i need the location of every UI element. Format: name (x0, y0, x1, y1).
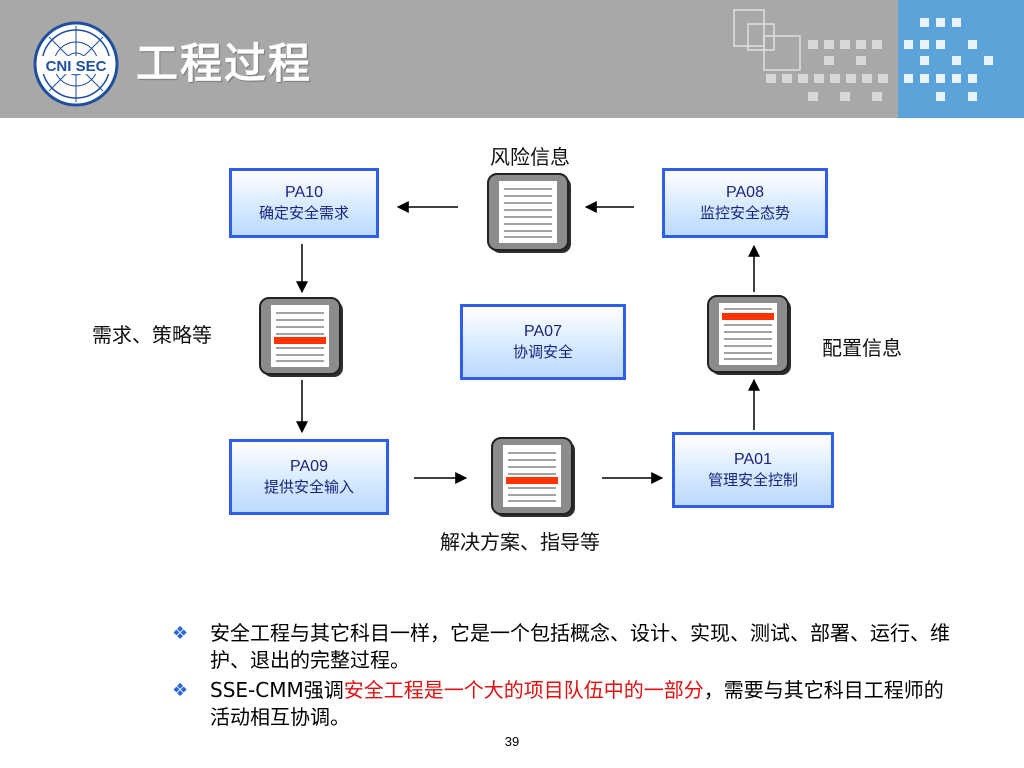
node-pa09: PA09 提供安全输入 (229, 439, 389, 515)
document-icon-requirements (259, 297, 343, 377)
label-requirements: 需求、策略等 (92, 323, 212, 347)
bullet-text-prefix: SSE-CMM强调 (210, 678, 344, 702)
node-pa07-name: 协调安全 (512, 344, 573, 361)
node-pa01-code: PA01 (734, 451, 772, 468)
node-pa08-name: 监控安全态势 (699, 205, 790, 222)
node-pa09-name: 提供安全输入 (263, 479, 354, 496)
node-pa08-code: PA08 (726, 184, 764, 201)
page-title: 工程过程 (136, 39, 313, 88)
page-number: 39 (504, 734, 520, 749)
node-pa10-name: 确定安全需求 (258, 205, 349, 222)
document-icon-risk (487, 173, 571, 253)
diamond-bullet-icon: ❖ (172, 680, 189, 701)
node-pa10-code: PA10 (285, 184, 323, 201)
bullet-item: ❖ 安全工程与其它科目一样，它是一个包括概念、设计、实现、测试、部署、运行、维护… (172, 620, 962, 674)
node-pa07: PA07 协调安全 (460, 304, 626, 380)
bullet-item: ❖ SSE-CMM强调安全工程是一个大的项目队伍中的一部分，需要与其它科目工程师… (172, 677, 962, 731)
diamond-bullet-icon: ❖ (172, 623, 189, 644)
bullet-list: ❖ 安全工程与其它科目一样，它是一个包括概念、设计、实现、测试、部署、运行、维护… (172, 620, 962, 734)
node-pa10: PA10 确定安全需求 (229, 168, 379, 238)
header-band (0, 0, 1024, 118)
node-pa08: PA08 监控安全态势 (662, 168, 828, 238)
document-icon-config (707, 295, 791, 375)
node-pa01: PA01 管理安全控制 (672, 432, 834, 508)
node-pa01-name: 管理安全控制 (707, 472, 798, 489)
label-config-info: 配置信息 (822, 336, 902, 360)
label-solutions: 解决方案、指导等 (440, 530, 600, 554)
bullet-text-suffix: ，需要与其它科目工程师的活动相互协调。 (210, 678, 944, 729)
logo-text: CNI SEC (46, 58, 107, 75)
bullet-text: 安全工程与其它科目一样，它是一个包括概念、设计、实现、测试、部署、运行、维护、退… (210, 621, 950, 672)
header-decoration (733, 9, 993, 101)
label-risk-info: 风险信息 (490, 145, 570, 169)
document-icon-solutions (491, 437, 575, 517)
node-pa09-code: PA09 (290, 458, 328, 475)
bullet-text-highlight: 安全工程是一个大的项目队伍中的一部分 (343, 678, 704, 702)
node-pa07-code: PA07 (524, 323, 562, 340)
cnisec-logo: CNI SEC (33, 21, 119, 107)
